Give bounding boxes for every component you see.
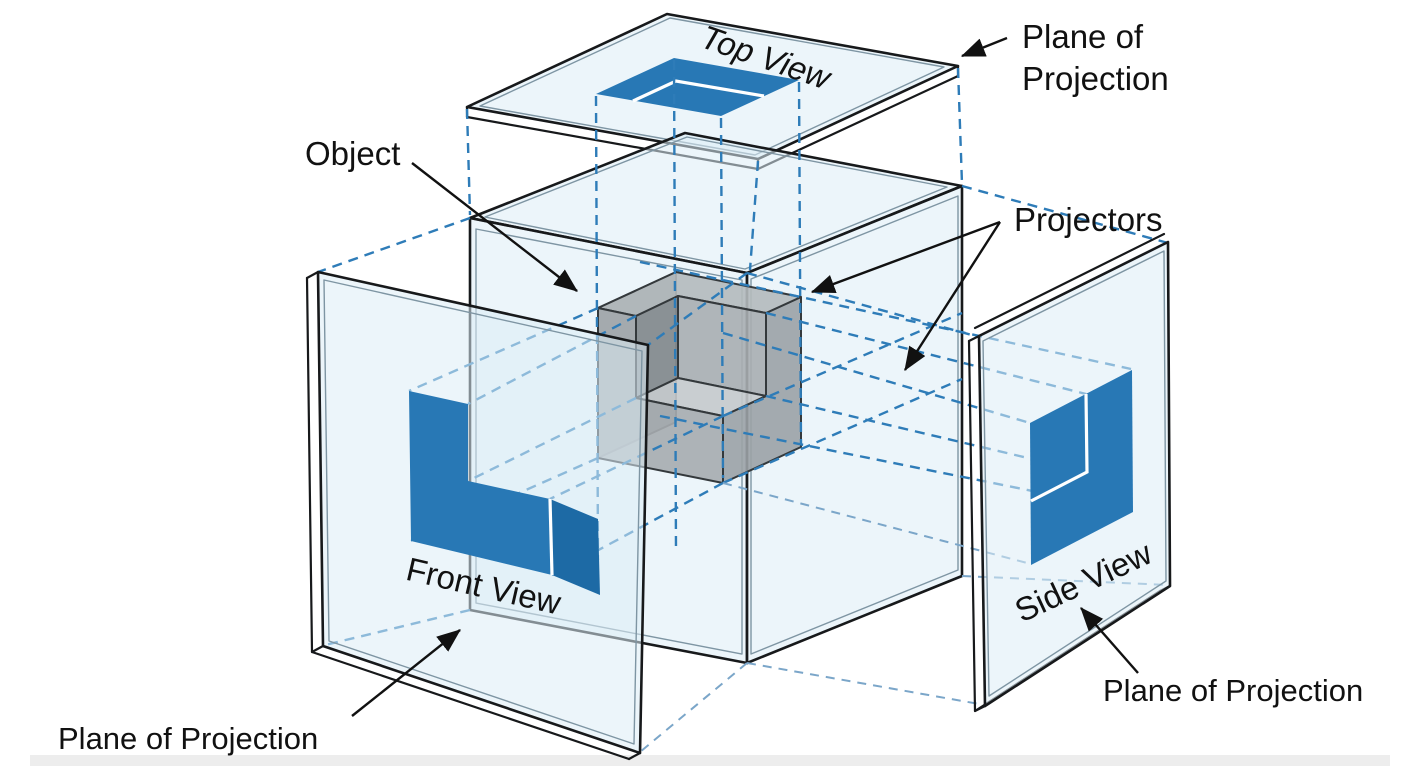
top-view-edge-line: [632, 79, 765, 103]
front-plane-edge: [310, 644, 325, 654]
plane-of-projection-top-line2: Projection: [1022, 60, 1169, 97]
front-view-shape-side: [550, 499, 600, 595]
side-view-edge-line: [1030, 393, 1089, 503]
plane-of-projection-bottom-left-label: Plane of Projection: [58, 721, 318, 756]
projector-line: [746, 662, 986, 706]
box-top-face-inner-edge: [484, 136, 948, 270]
projector-line: [647, 272, 748, 346]
projector-line: [639, 662, 748, 753]
projector-line: [722, 377, 963, 485]
front-projection-plane: Front View: [305, 270, 650, 761]
top-projection-plane: Top View: [465, 12, 960, 171]
arrow-plane-of-projection-top: [960, 36, 1008, 58]
arrow-plane-of-projection-bottom-right: [1080, 607, 1139, 674]
projector-line: [797, 81, 803, 446]
arrow-plane-of-projection-bottom-left: [351, 629, 461, 717]
side-view-projection-shape: [1030, 370, 1133, 565]
projector-line: [722, 482, 1032, 565]
arrow-projectors-1: [810, 220, 1001, 294]
text-labels: Plane of Projection Object Projectors Pl…: [58, 18, 1363, 756]
front-plane-glass-inner-edge: [323, 279, 643, 745]
object-label: Object: [305, 135, 400, 172]
front-plane-edge: [305, 270, 320, 280]
plane-of-projection-bottom-right-label: Plane of Projection: [1103, 673, 1363, 708]
side-projection-plane: Side View: [967, 232, 1172, 713]
side-plane-top-thickness-edge: [973, 232, 1166, 330]
projector-line: [672, 59, 678, 554]
projector-line: [748, 160, 760, 271]
projector-line: [317, 216, 471, 274]
side-plane-glass-inner-edge: [982, 250, 1167, 697]
plane-of-projection-top-line1: Plane of: [1022, 18, 1144, 55]
projector-line: [961, 184, 1169, 245]
side-plane-edge: [973, 704, 987, 713]
projector-line: [746, 271, 980, 339]
side-plane-edge: [967, 334, 981, 343]
projector-line: [465, 108, 472, 216]
arrow-object: [411, 162, 578, 292]
projector-line: [659, 414, 1133, 513]
top-plane-glass-inner-edge: [479, 17, 945, 156]
front-view-edge-line: [548, 498, 554, 576]
front-plane-edge: [627, 751, 642, 761]
top-view-projection-shape: [596, 58, 799, 116]
page-edge-shadow: [30, 755, 1390, 766]
projector-line: [594, 95, 600, 561]
projector-line: [719, 117, 725, 479]
projector-line: [956, 67, 964, 185]
projector-line: [722, 331, 1031, 425]
arrow-projectors-2: [903, 221, 1002, 372]
projector-line: [722, 311, 963, 418]
callout-arrows: [351, 36, 1139, 717]
projectors-label: Projectors: [1014, 201, 1163, 238]
plane-of-projection-top-label: Plane of Projection: [1022, 18, 1169, 97]
front-view-projection-shape: [409, 391, 552, 575]
box-right-face-inner-edge: [750, 195, 959, 655]
